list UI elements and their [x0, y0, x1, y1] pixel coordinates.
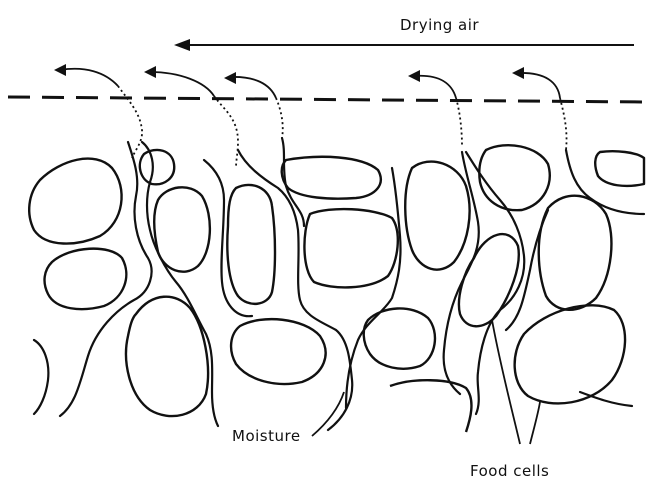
food-cells-label: Food cells	[470, 462, 549, 480]
food-cell	[140, 150, 174, 184]
food-cell	[282, 157, 381, 199]
food-cell	[45, 249, 127, 309]
food-cells	[29, 145, 644, 432]
food-cell	[595, 151, 644, 186]
drying-air-arrow	[174, 39, 634, 51]
food-cell	[539, 196, 612, 310]
food-cell	[479, 145, 549, 210]
food-cell	[390, 380, 471, 432]
drying-air-label: Drying air	[400, 16, 479, 34]
food-cell	[29, 159, 121, 244]
food-cell	[459, 234, 519, 326]
food-cell	[227, 185, 275, 304]
food-cell	[515, 305, 625, 403]
food-cell	[231, 319, 326, 384]
surface-boundary-line	[8, 97, 644, 102]
food-cell	[304, 209, 397, 287]
food-cell	[154, 187, 210, 271]
food-cell	[405, 162, 469, 270]
moisture-label: Moisture	[232, 427, 301, 445]
label-pointers	[312, 320, 540, 444]
